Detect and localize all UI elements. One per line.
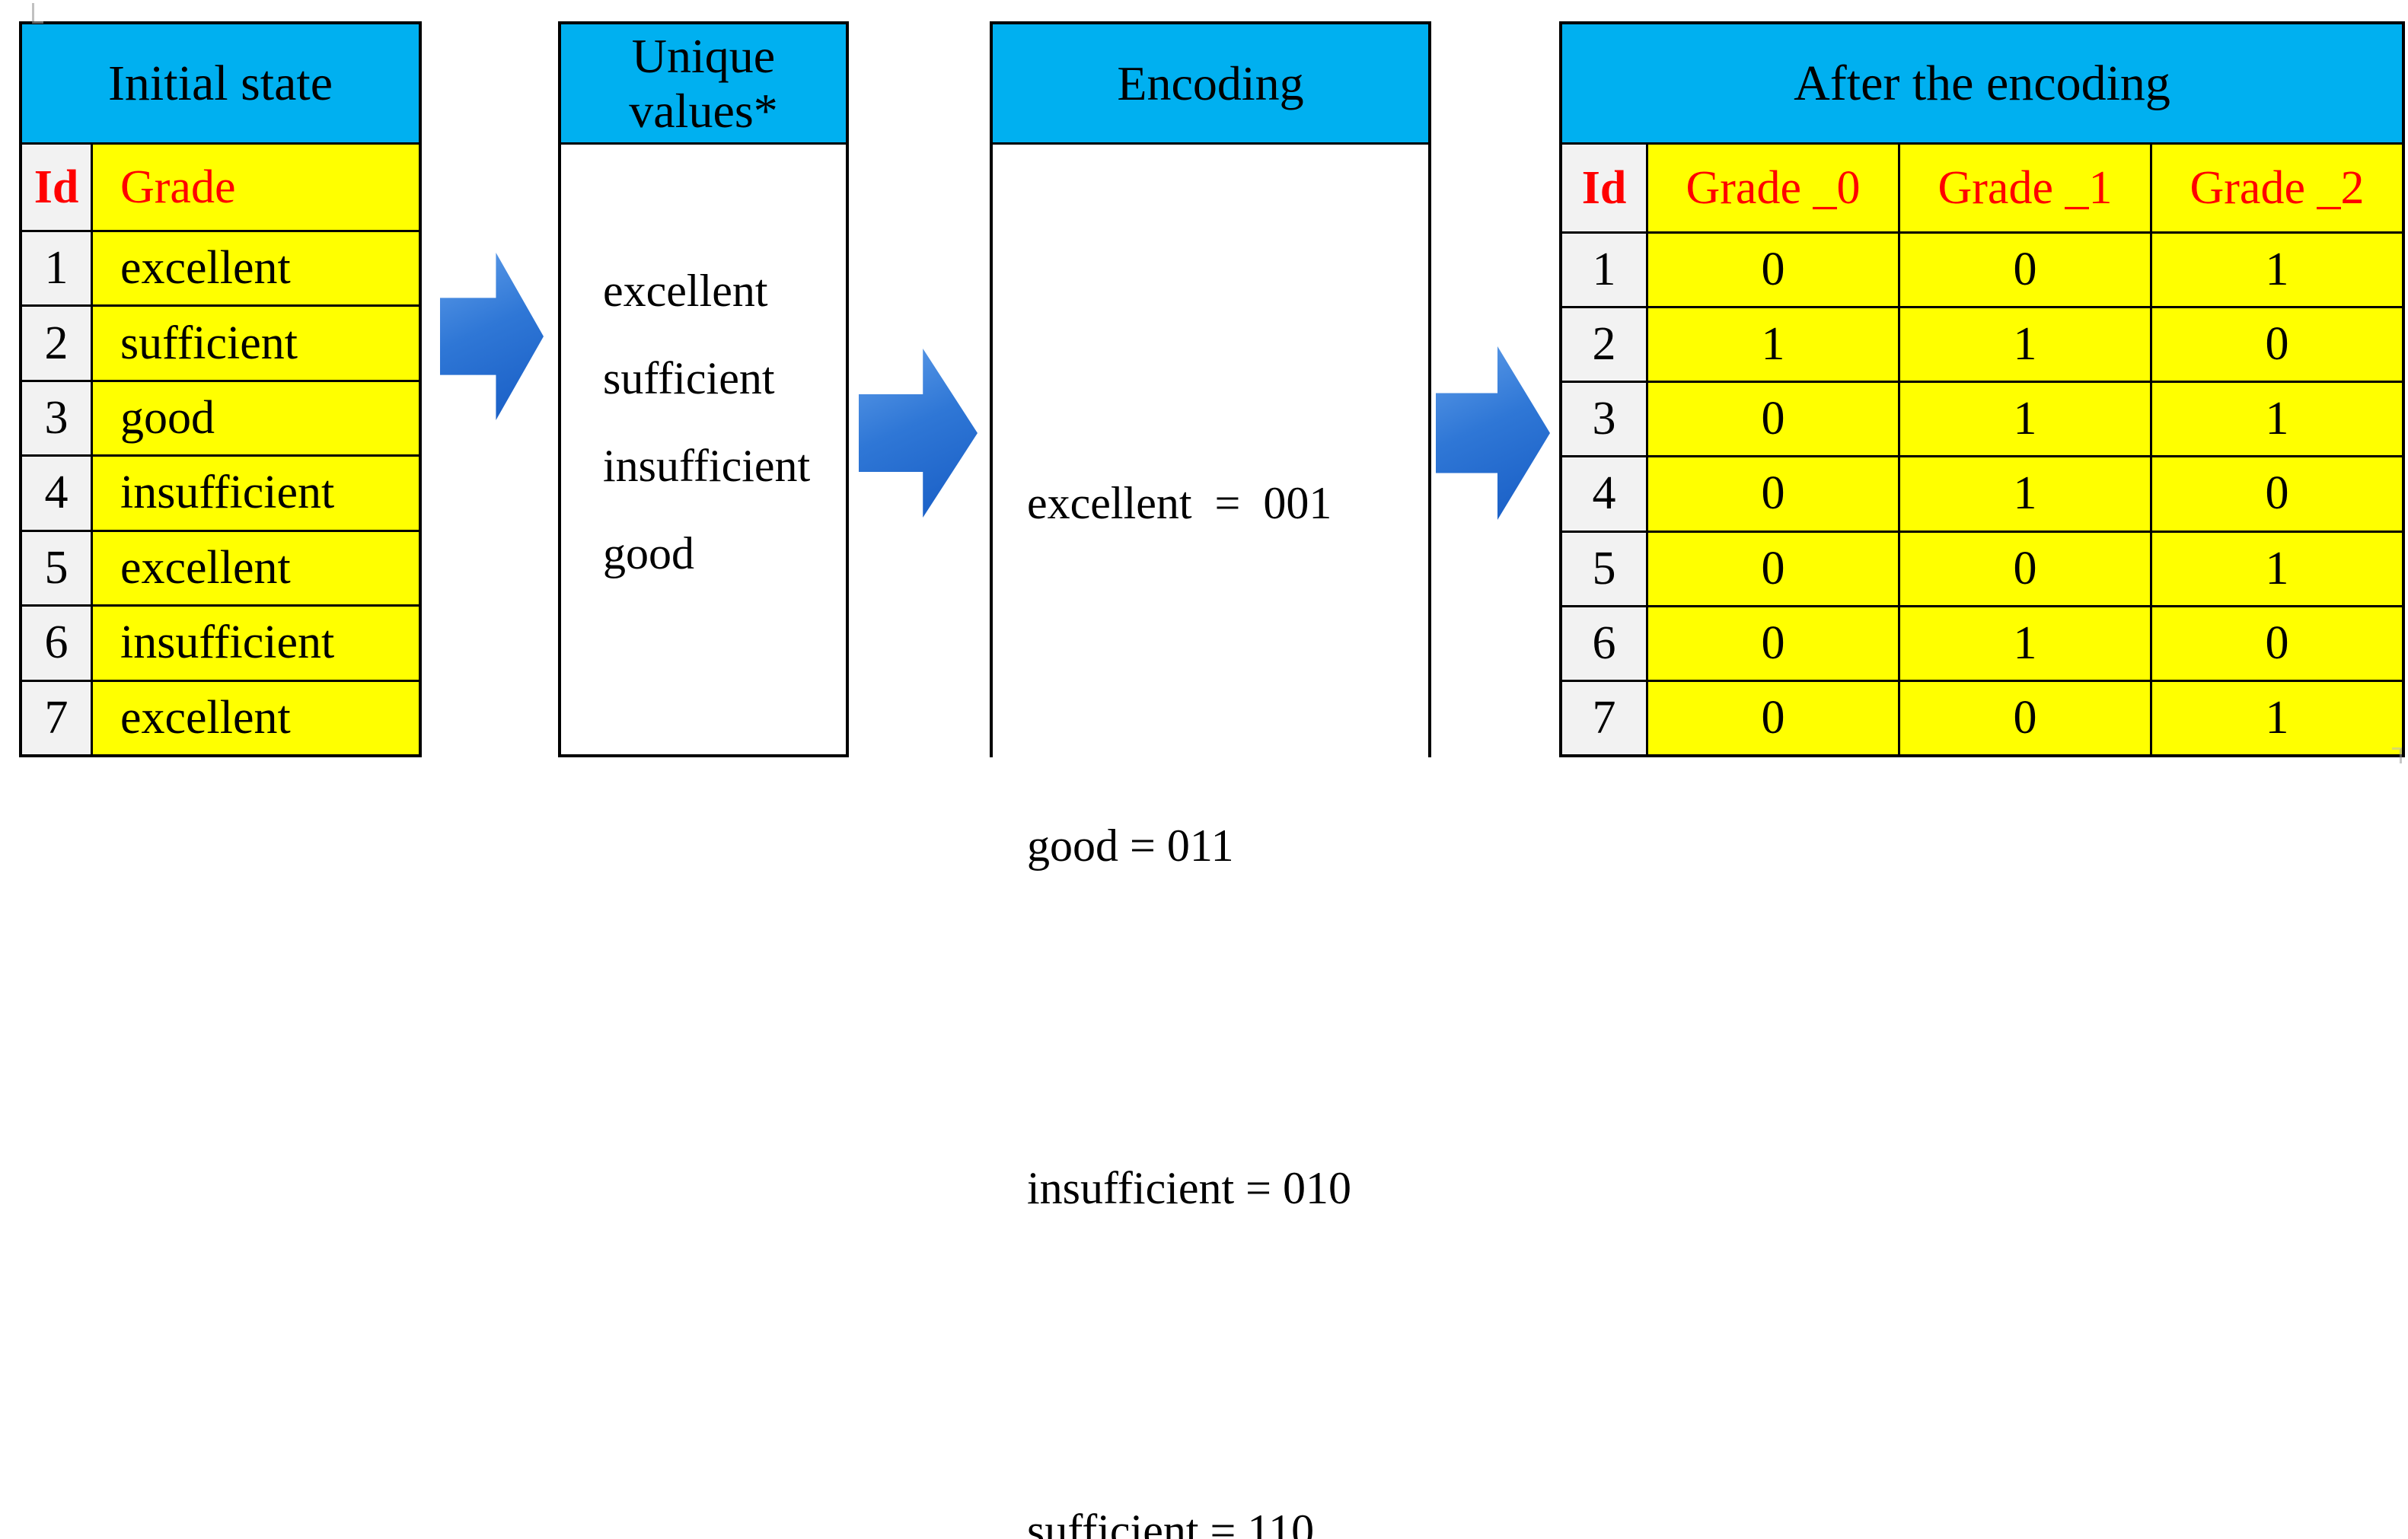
encoding-mapping-item: sufficient = 110 [1027,1506,1315,1539]
initial-grade-cell: good [93,381,419,455]
encoded-id-cell: 7 [1562,681,1646,754]
flow-arrow-right-icon [440,253,544,420]
encoding-title: Encoding [993,24,1428,145]
encoded-value-cell: 0 [2152,457,2402,531]
encoded-value-cell: 0 [2152,308,2402,381]
flow-arrow-right-icon [859,349,978,518]
unique-values-title-line2: values* [629,83,778,138]
corner-artifact-mark [32,3,43,24]
encoded-value-cell: 0 [2152,607,2402,680]
encoded-value-cell: 0 [1648,532,1898,605]
encoded-table: After the encoding Id Grade _0 Grade _1 … [1559,21,2405,757]
encoded-value-cell: 0 [1648,383,1898,456]
initial-id-cell: 7 [22,681,91,754]
one-hot-encoding-diagram: { "colors": { "header_cyan": "#00B0F0", … [19,3,2405,1539]
encoded-id-cell: 1 [1562,234,1646,307]
unique-value-item: excellent [603,266,768,316]
encoded-value-cell: 0 [1900,681,2150,754]
encoded-value-cell: 1 [1900,607,2150,680]
encoding-list: excellent = 001 good = 011 insufficient … [993,145,1428,1539]
initial-grade-cell: excellent [93,681,419,754]
encoding-box: Encoding excellent = 001 good = 011 insu… [990,21,1431,1539]
unique-value-item: sufficient [603,353,775,403]
encoded-value-cell: 1 [2152,532,2402,605]
encoded-grade1-header: Grade _1 [1900,145,2150,231]
initial-table-title: Initial state [22,24,419,142]
encoded-value-cell: 1 [1900,308,2150,381]
unique-values-title: Unique values* [561,24,846,145]
encoding-title-text: Encoding [1117,56,1304,110]
unique-values-box: Unique values* excellent sufficient insu… [558,21,849,757]
encoded-value-cell: 0 [1648,234,1898,307]
initial-id-cell: 6 [22,607,91,680]
encoded-table-title: After the encoding [1562,24,2402,142]
unique-value-item: insufficient [603,441,811,491]
initial-id-header: Id [22,145,91,230]
encoded-value-cell: 1 [2152,383,2402,456]
encoding-mapping-item: excellent = 001 [1027,478,1332,528]
encoding-mapping-item: good = 011 [1027,820,1234,871]
encoded-value-cell: 1 [2152,681,2402,754]
initial-id-cell: 5 [22,531,91,605]
initial-grade-cell: sufficient [93,307,419,380]
encoded-value-cell: 0 [1648,607,1898,680]
initial-grade-cell: excellent [93,232,419,305]
unique-values-title-line1: Unique [631,28,776,83]
encoded-value-cell: 0 [1900,234,2150,307]
encoded-grade0-header: Grade _0 [1648,145,1898,231]
encoded-id-cell: 6 [1562,607,1646,680]
unique-values-list: excellent sufficient insufficient good [561,145,846,754]
encoded-grade2-header: Grade _2 [2152,145,2402,231]
encoded-id-header: Id [1562,145,1646,231]
encoded-id-cell: 5 [1562,532,1646,605]
corner-artifact-mark [2392,747,2402,763]
encoded-value-cell: 1 [2152,234,2402,307]
initial-id-cell: 3 [22,381,91,455]
flow-arrow-right-icon [1436,346,1550,520]
encoded-id-cell: 4 [1562,457,1646,531]
encoded-value-cell: 0 [1648,681,1898,754]
encoded-value-cell: 1 [1900,457,2150,531]
initial-grade-cell: insufficient [93,607,419,680]
initial-state-table: Initial state Id Grade 1 excellent 2 suf… [19,21,422,757]
encoded-id-cell: 3 [1562,383,1646,456]
encoded-value-cell: 0 [1648,457,1898,531]
initial-id-cell: 1 [22,232,91,305]
initial-grade-header: Grade [93,145,419,230]
encoded-value-cell: 1 [1900,383,2150,456]
initial-id-cell: 4 [22,457,91,530]
encoded-value-cell: 1 [1648,308,1898,381]
initial-id-cell: 2 [22,307,91,380]
encoding-mapping-item: insufficient = 010 [1027,1163,1352,1213]
unique-value-item: good [603,528,694,578]
encoded-id-cell: 2 [1562,308,1646,381]
initial-grade-cell: insufficient [93,457,419,530]
encoded-value-cell: 0 [1900,532,2150,605]
initial-grade-cell: excellent [93,531,419,605]
